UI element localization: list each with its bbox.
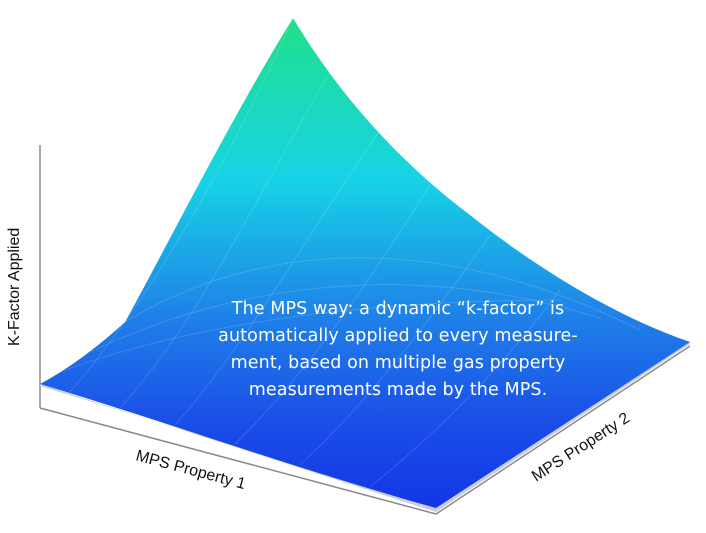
k-factor-surface [40,18,690,508]
caption-line: automatically applied to every measure- [218,326,578,346]
x-axis-label: MPS Property 1 [134,447,248,493]
x-axis-line [39,407,437,515]
vertical-axis-label: K-Factor Applied [6,228,23,346]
caption-line: The MPS way: a dynamic “k-factor” is [231,299,565,319]
z-axis-line [435,345,691,515]
surface-grid [59,17,641,488]
surface-front-edge [40,342,690,512]
caption-text: The MPS way: a dynamic “k-factor” is aut… [196,296,600,404]
caption-line: measurements made by the MPS. [248,380,548,400]
caption-line: ment, based on multiple gas property [230,353,566,373]
